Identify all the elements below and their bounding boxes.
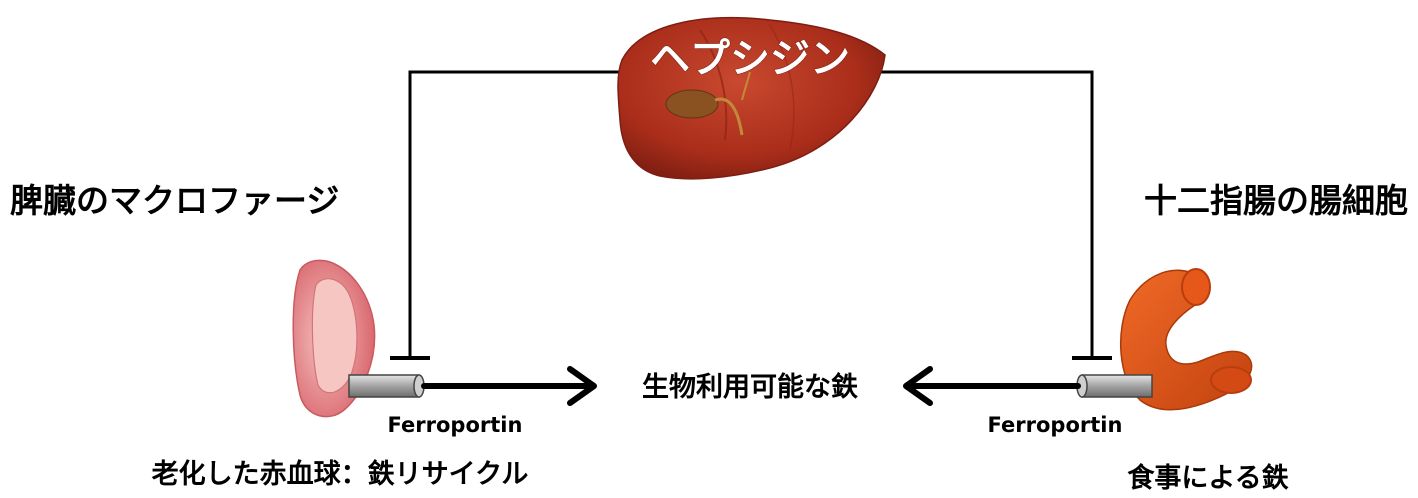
inhibition-line-right	[874, 72, 1112, 358]
dietary-iron-label: 食事による鉄	[1127, 462, 1288, 494]
hepcidin-label: ヘプシジン	[650, 36, 850, 82]
senescent-rbc-label: 老化した赤血球：鉄リサイクル	[152, 458, 529, 490]
bioavailable-iron-label: 生物利用可能な鉄	[642, 371, 858, 403]
duodenal-enterocyte-title: 十二指腸の腸細胞	[1144, 181, 1408, 220]
ferroportin-label-right: Ferroportin	[988, 413, 1123, 437]
spleen-macrophage-title: 脾臓のマクロファージ	[10, 181, 339, 220]
arrow-right-to-iron	[906, 369, 1078, 403]
arrow-left-to-iron	[424, 369, 594, 403]
ferroportin-channel-left	[349, 375, 424, 397]
gallbladder-icon	[666, 90, 718, 118]
inhibition-line-left	[390, 72, 630, 358]
ferroportin-label-left: Ferroportin	[388, 413, 523, 437]
ferroportin-channel-right	[1077, 375, 1152, 397]
